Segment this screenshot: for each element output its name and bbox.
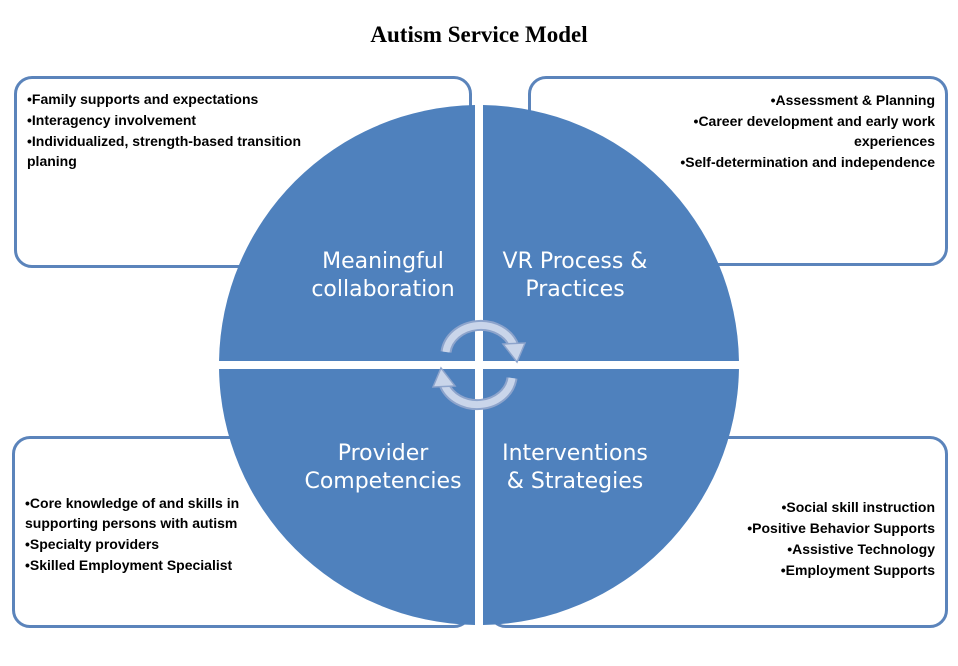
quadrant-label-line: & Strategies: [507, 469, 644, 494]
list-item: •Positive Behavior Supports: [747, 520, 935, 536]
diagram-title: Autism Service Model: [370, 22, 588, 47]
list-item: •Self-determination and independence: [680, 154, 935, 170]
quadrant-top-right: [483, 105, 739, 361]
list-item: •Career development and early work exper…: [693, 113, 935, 149]
list-item: •Employment Supports: [780, 562, 935, 578]
list-item: •Social skill instruction: [781, 499, 936, 515]
quadrant-circle: Meaningful collaboration VR Process & Pr…: [219, 105, 739, 625]
list-item: •Assessment & Planning: [770, 92, 935, 108]
quadrant-label-line: collaboration: [311, 277, 454, 302]
quadrant-label-line: Competencies: [304, 469, 461, 494]
quadrant-bottom-right: [483, 369, 739, 625]
quadrant-label-line: Interventions: [502, 441, 648, 466]
list-item: •Specialty providers: [25, 536, 160, 552]
list-item: •Individualized, strength-based transiti…: [27, 133, 302, 169]
list-item: •Skilled Employment Specialist: [25, 557, 233, 573]
list-item: •Core knowledge of and skills in support…: [25, 495, 240, 531]
list-item: •Assistive Technology: [787, 541, 935, 557]
quadrant-label-line: Meaningful: [322, 249, 444, 274]
quadrant-label-line: Practices: [525, 277, 624, 302]
list-item: •Family supports and expectations: [27, 91, 259, 107]
quadrant-label-line: VR Process &: [503, 249, 648, 274]
quadrant-label-line: Provider: [338, 441, 430, 466]
circular-arrows-icon: [431, 319, 527, 411]
quadrant-bottom-left: [219, 369, 475, 625]
list-item: •Interagency involvement: [27, 112, 197, 128]
quadrant-top-left: [219, 105, 475, 361]
